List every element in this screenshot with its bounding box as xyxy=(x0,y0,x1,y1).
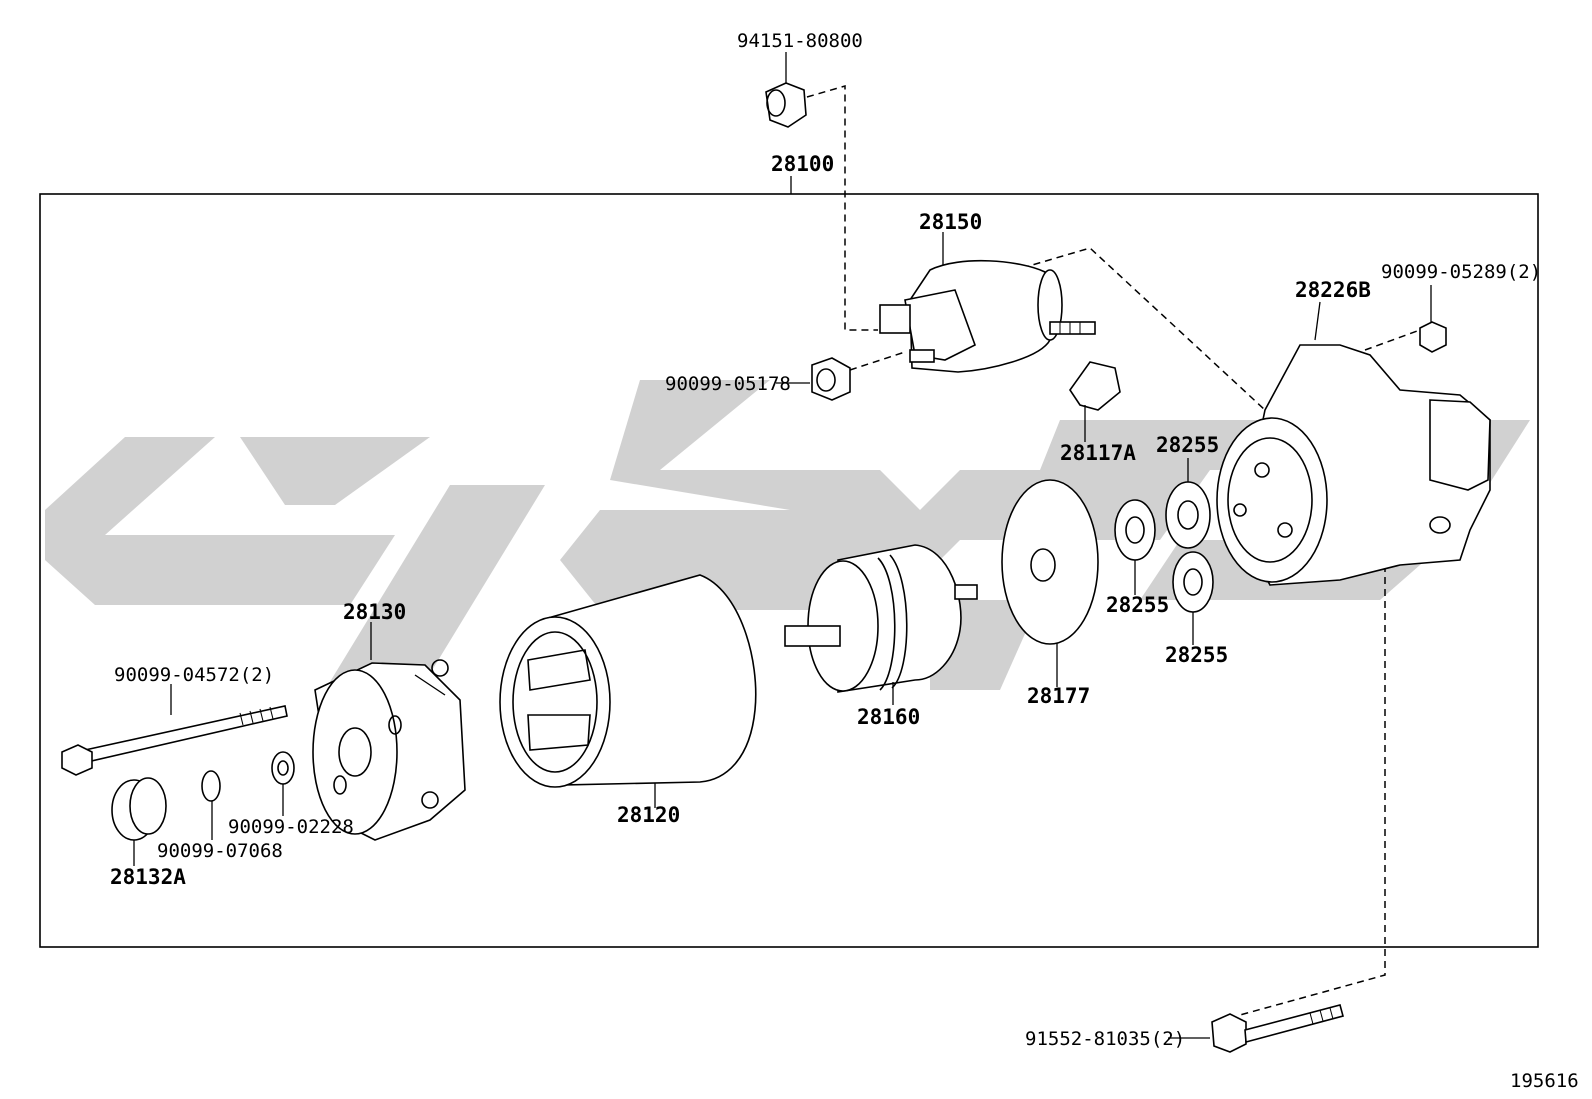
nut-94151-80800 xyxy=(765,52,807,128)
label-94151-80800: 94151-80800 xyxy=(737,30,863,52)
label-28130: 28130 xyxy=(343,600,406,624)
label-90099-05289: 90099-05289(2) xyxy=(1381,261,1541,283)
gear-28255-mid xyxy=(1114,499,1156,595)
ring-90099-07068 xyxy=(201,770,221,840)
label-28132A: 28132A xyxy=(110,865,186,889)
label-28255-top: 28255 xyxy=(1156,433,1219,457)
cap-28132A xyxy=(111,777,167,866)
label-28117A: 28117A xyxy=(1060,441,1136,465)
figure-number: 195616 xyxy=(1510,1070,1579,1092)
label-28160: 28160 xyxy=(857,705,920,729)
housing-28226B xyxy=(1216,301,1491,586)
label-28255-bottom: 28255 xyxy=(1165,643,1228,667)
solenoid-28150 xyxy=(879,232,1096,373)
bolt-90099-04572 xyxy=(61,684,288,776)
label-28226B: 28226B xyxy=(1295,278,1371,302)
bolt-91552-81035 xyxy=(1168,1004,1344,1053)
gear-28255-bottom xyxy=(1172,551,1214,645)
label-28150: 28150 xyxy=(919,210,982,234)
label-91552-81035: 91552-81035(2) xyxy=(1025,1028,1185,1050)
label-90099-02228: 90099-02228 xyxy=(228,816,354,838)
label-28255-mid: 28255 xyxy=(1106,593,1169,617)
label-90099-07068: 90099-07068 xyxy=(157,840,283,862)
label-28120: 28120 xyxy=(617,803,680,827)
yoke-28120 xyxy=(499,574,757,808)
gear-28255-top xyxy=(1165,458,1211,549)
label-28177: 28177 xyxy=(1027,684,1090,708)
plate-28177 xyxy=(1001,479,1099,687)
label-90099-05178: 90099-05178 xyxy=(665,373,791,395)
lever-28117A xyxy=(1069,361,1121,442)
label-90099-04572: 90099-04572(2) xyxy=(114,664,274,686)
label-assembly-28100: 28100 xyxy=(771,152,834,176)
end-frame-28130 xyxy=(312,622,466,841)
nut-90099-05289 xyxy=(1419,285,1447,353)
washer-90099-02228 xyxy=(271,751,295,816)
assembly-box xyxy=(39,193,1539,948)
armature-28160 xyxy=(784,544,978,705)
nut-90099-05178 xyxy=(776,357,851,401)
